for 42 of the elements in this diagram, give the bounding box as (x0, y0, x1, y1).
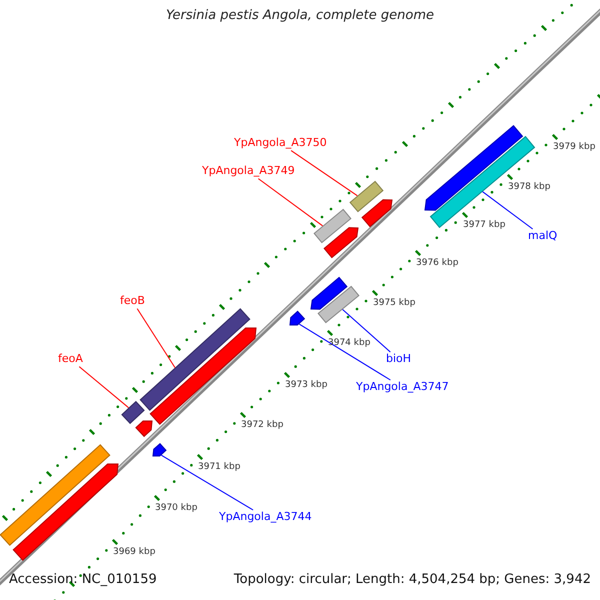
gene-label: malQ (528, 230, 558, 243)
gene-feature (310, 276, 348, 310)
gene-feature (289, 310, 306, 326)
leader-line (258, 178, 324, 226)
gene-label: feoB (120, 295, 145, 308)
leader-line (482, 191, 534, 230)
gene-feature (324, 227, 359, 258)
scale-label: 3971 kbp (198, 462, 240, 472)
gene-feature (152, 443, 167, 456)
title: Yersinia pestis Angola, complete genome (165, 9, 435, 24)
genome-stats-text: Topology: circular; Length: 4,504,254 bp; Genes: 3,942 (234, 573, 591, 588)
gene-bar (349, 180, 384, 212)
scale-label: 3977 kbp (463, 220, 506, 230)
gene-bar (121, 400, 145, 424)
gene-feature (135, 420, 153, 438)
scale-label: 3970 kbp (155, 503, 198, 514)
gene-label: YpAngola_A3750 (234, 137, 327, 150)
leader-line (160, 454, 254, 510)
scale-label: 3978 kbp (508, 182, 550, 192)
scale-label: 3975 kbp (373, 298, 416, 308)
scale-label: 3972 kbp (241, 420, 284, 430)
accession-text: Accession: NC_010159 (9, 573, 157, 588)
gene-label: bioH (386, 353, 412, 366)
gene-bar (314, 208, 352, 244)
gene-label: YpAngola_A3744 (219, 511, 312, 524)
scale-label: 3976 kbp (416, 258, 458, 268)
gene-bar (0, 444, 110, 546)
scale-label: 3979 kbp (553, 142, 596, 152)
scale-label: 3969 kbp (113, 547, 156, 558)
leader-line (298, 324, 391, 380)
leader-line (136, 308, 176, 368)
gene-bar (430, 136, 536, 228)
gene-feature (361, 199, 393, 228)
gene-label: YpAngola_A3749 (202, 165, 295, 178)
gene-label: feoA (58, 353, 83, 366)
gene-label: YpAngola_A3747 (356, 381, 449, 394)
scale-label: 3974 kbp (328, 338, 370, 348)
gene-bar (140, 308, 250, 411)
gene-bar (318, 286, 360, 324)
scale-label: 3973 kbp (285, 380, 328, 390)
leader-line (78, 366, 130, 408)
leader-line (342, 309, 391, 352)
